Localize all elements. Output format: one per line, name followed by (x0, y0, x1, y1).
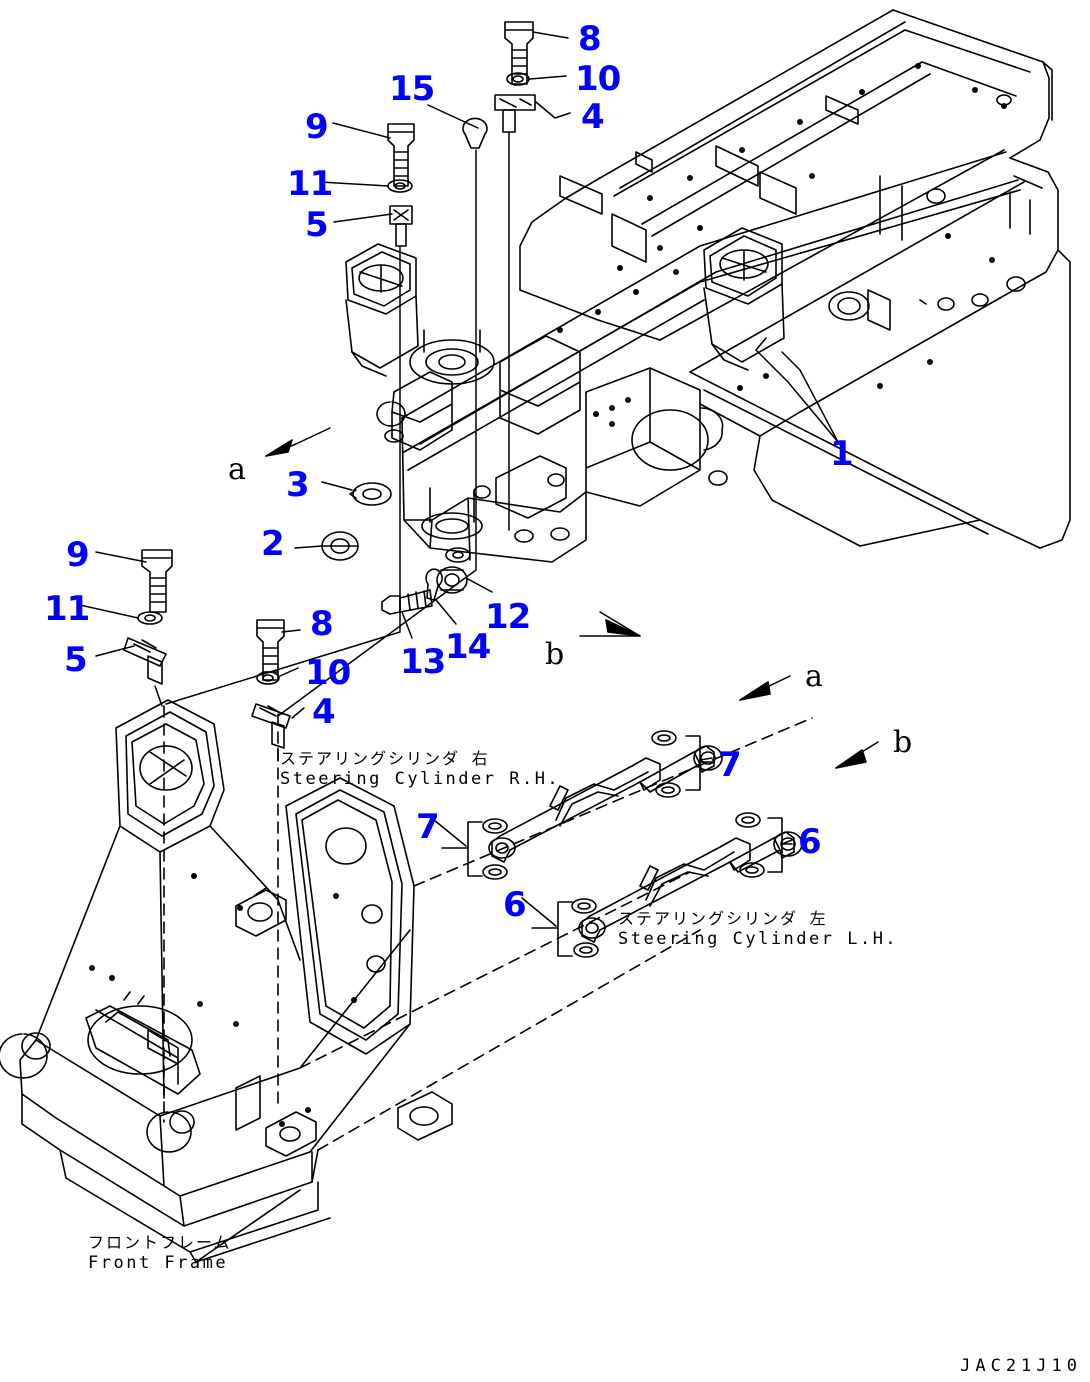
steering-cylinder-lh-part (531, 812, 803, 958)
callout-6-lh-left: 6 (503, 885, 527, 925)
part-washer-12b (445, 547, 471, 563)
callout-14: 14 (445, 627, 491, 667)
callout-5-bottom: 5 (64, 640, 88, 680)
part-washer-11-bot (137, 611, 163, 625)
callout-13: 13 (400, 642, 446, 682)
part-bolt-8-bot (256, 619, 285, 681)
callout-10-bottom: 10 (305, 653, 351, 693)
caption-en-text: Steering Cylinder R.H. (280, 769, 561, 789)
callout-10-top: 10 (575, 59, 621, 99)
part-washer-10-top (506, 72, 530, 86)
callout-11-bottom: 11 (44, 589, 90, 629)
caption-steering-cylinder-rh: ステアリングシリンダ 右 Steering Cylinder R.H. (280, 748, 560, 790)
part-clamp-5-top (389, 205, 413, 247)
caption-en-text: Front Frame (88, 1253, 229, 1273)
section-mark-b-right: b (893, 725, 913, 760)
part-bushing-3 (349, 482, 392, 506)
section-mark-a-left: a (228, 452, 246, 487)
callout-2: 2 (261, 524, 285, 564)
callout-5-top: 5 (305, 205, 329, 245)
steering-cylinder-rh-part (441, 730, 723, 880)
part-washer-10-bot (256, 671, 280, 685)
part-clamp-4-bot (251, 703, 291, 749)
part-bolt-9-top (387, 123, 415, 187)
part-bolt-9-bot (141, 549, 173, 613)
caption-jp-text: ステアリングシリンダ 右 (280, 749, 490, 768)
caption-jp-text: フロントフレーム (88, 1233, 232, 1252)
callout-4-top: 4 (581, 97, 605, 137)
callout-6-lh-right: 6 (798, 822, 822, 862)
callout-3: 3 (286, 465, 310, 505)
callout-11-top: 11 (287, 164, 333, 204)
callout-15: 15 (389, 69, 435, 109)
frame-turret-left (345, 243, 419, 377)
caption-jp-text: ステアリングシリンダ 左 (618, 909, 828, 928)
callout-4-bottom: 4 (312, 692, 336, 732)
caption-steering-cylinder-lh: ステアリングシリンダ 左 Steering Cylinder L.H. (618, 908, 898, 950)
callout-9-top: 9 (305, 107, 329, 147)
part-clamp-5-bot (123, 637, 167, 685)
section-arrows (265, 427, 879, 769)
frame-turret-right (703, 227, 785, 371)
drawing-code: JAC21J10 (960, 1356, 1082, 1376)
callout-7-rh-left: 7 (416, 807, 440, 847)
callout-8-top: 8 (578, 19, 602, 59)
callout-7-rh-right: 7 (718, 745, 742, 785)
caption-en-text: Steering Cylinder L.H. (618, 929, 899, 949)
kingpin-boss-lower (421, 487, 483, 540)
part-bolt-13 (381, 589, 433, 615)
callout-8-bottom: 8 (310, 604, 334, 644)
callout-9-bottom: 9 (66, 535, 90, 575)
front-frame-assembly (0, 699, 813, 1263)
part-clamp-4-top (494, 94, 536, 133)
callout-12: 12 (485, 597, 531, 637)
callout-1: 1 (830, 434, 854, 474)
section-mark-b-center: b (545, 637, 565, 672)
leader-lines (79, 31, 839, 927)
rear-frame-assembly (345, 9, 1071, 563)
section-mark-a-right: a (805, 659, 823, 694)
part-plug-15 (462, 117, 488, 149)
part-bolt-8-top (504, 21, 534, 85)
part-bushing-12 (436, 566, 468, 594)
part-bushing-2 (321, 531, 359, 561)
caption-front-frame: フロントフレーム Front Frame (88, 1232, 232, 1274)
